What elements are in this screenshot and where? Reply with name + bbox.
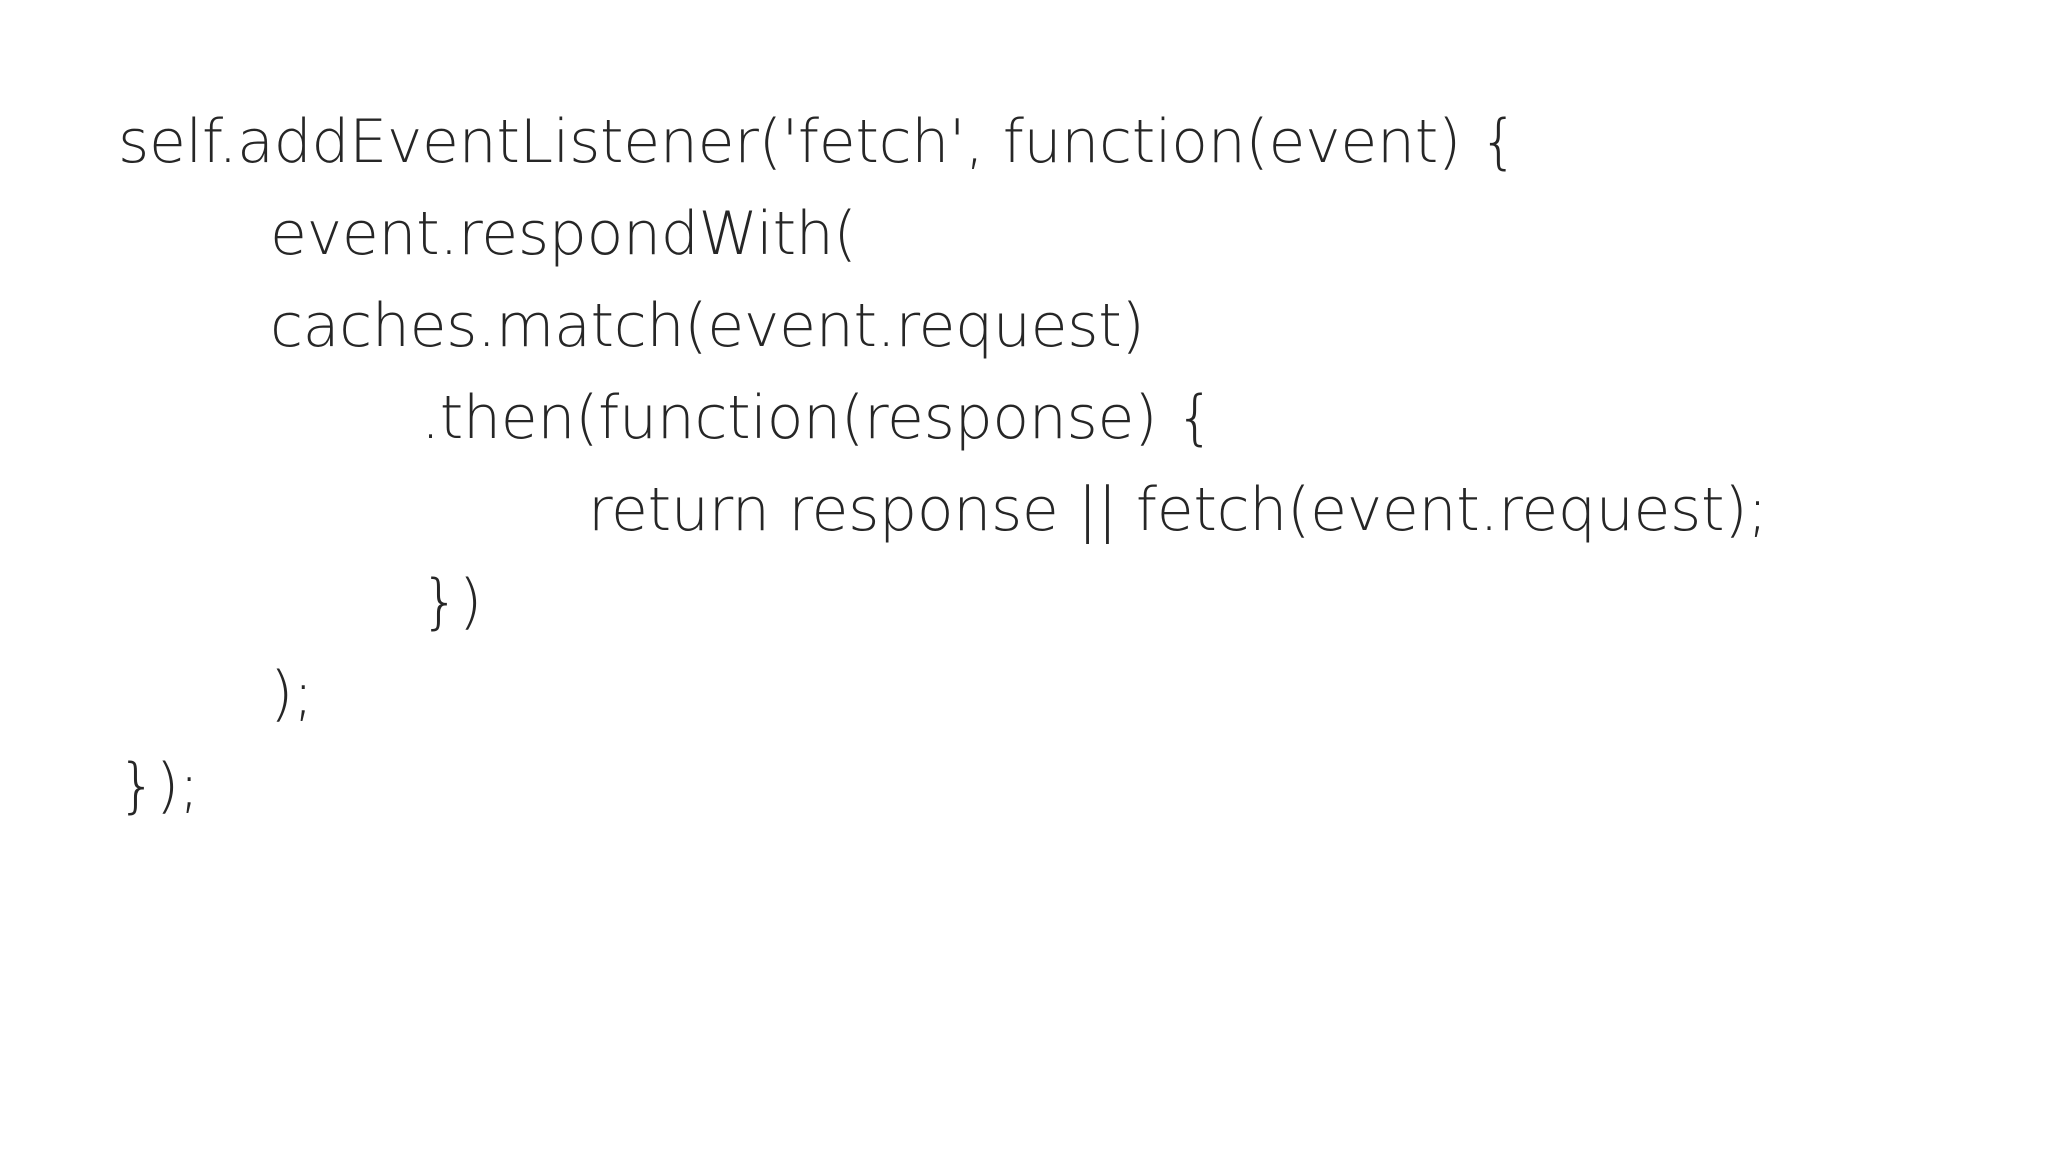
code-line: ); — [270, 659, 314, 729]
code-line: event.respondWith( — [270, 199, 857, 269]
code-line: return response || fetch(event.request); — [588, 475, 1768, 545]
code-line: }); — [118, 751, 199, 821]
code-line: .then(function(response) { — [421, 383, 1214, 453]
code-line: caches.match(event.request) — [270, 291, 1145, 361]
code-block: self.addEventListener('fetch', function(… — [118, 96, 1948, 832]
code-line: self.addEventListener('fetch', function(… — [118, 107, 1518, 177]
code-line: }) — [421, 567, 482, 637]
